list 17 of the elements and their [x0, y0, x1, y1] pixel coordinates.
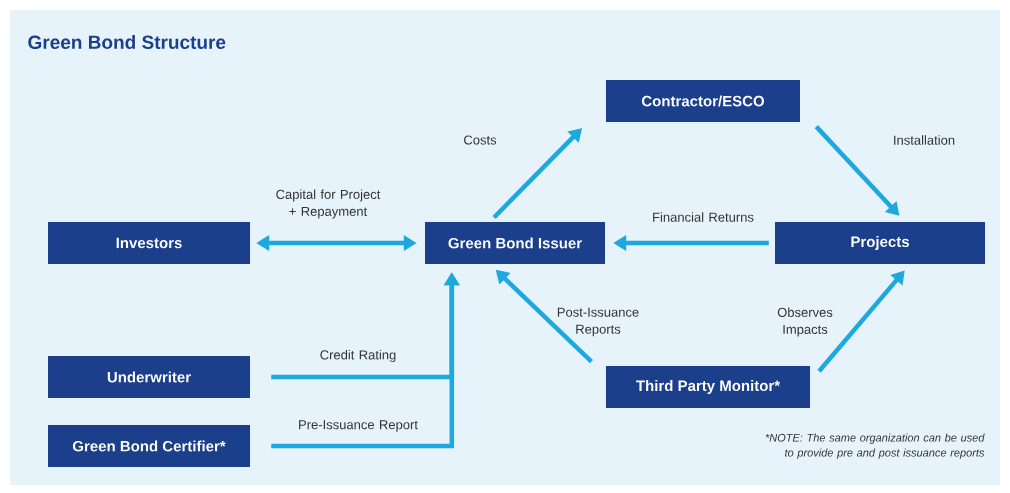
edge-label: Installation — [894, 135, 955, 145]
edge-label: Pre-Issuance Report — [299, 420, 418, 432]
edge-label: Observes Impacts — [777, 307, 833, 337]
edge-label: Capital for Project + Repayment — [276, 189, 381, 219]
process-box: Underwriter — [48, 356, 250, 398]
edge-label: Financial Returns — [653, 212, 754, 222]
edge-label: Post-Issuance Reports — [557, 307, 639, 337]
note: *NOTE: The same organization can be used to provide pre and post issuance reports — [765, 433, 985, 459]
edge-label: Credit Rating — [320, 349, 396, 363]
process-box: Third Party Monitor* — [606, 366, 810, 408]
process-box: Investors — [48, 222, 250, 264]
process-box: Green Bond Certifier* — [48, 425, 250, 467]
process-box: Green Bond Issuer — [425, 222, 605, 264]
process-box: Projects — [775, 222, 985, 264]
title: Green Bond Structure — [28, 35, 226, 49]
process-box: Contractor/ESCO — [606, 80, 800, 122]
edge-label: Costs — [464, 135, 497, 145]
